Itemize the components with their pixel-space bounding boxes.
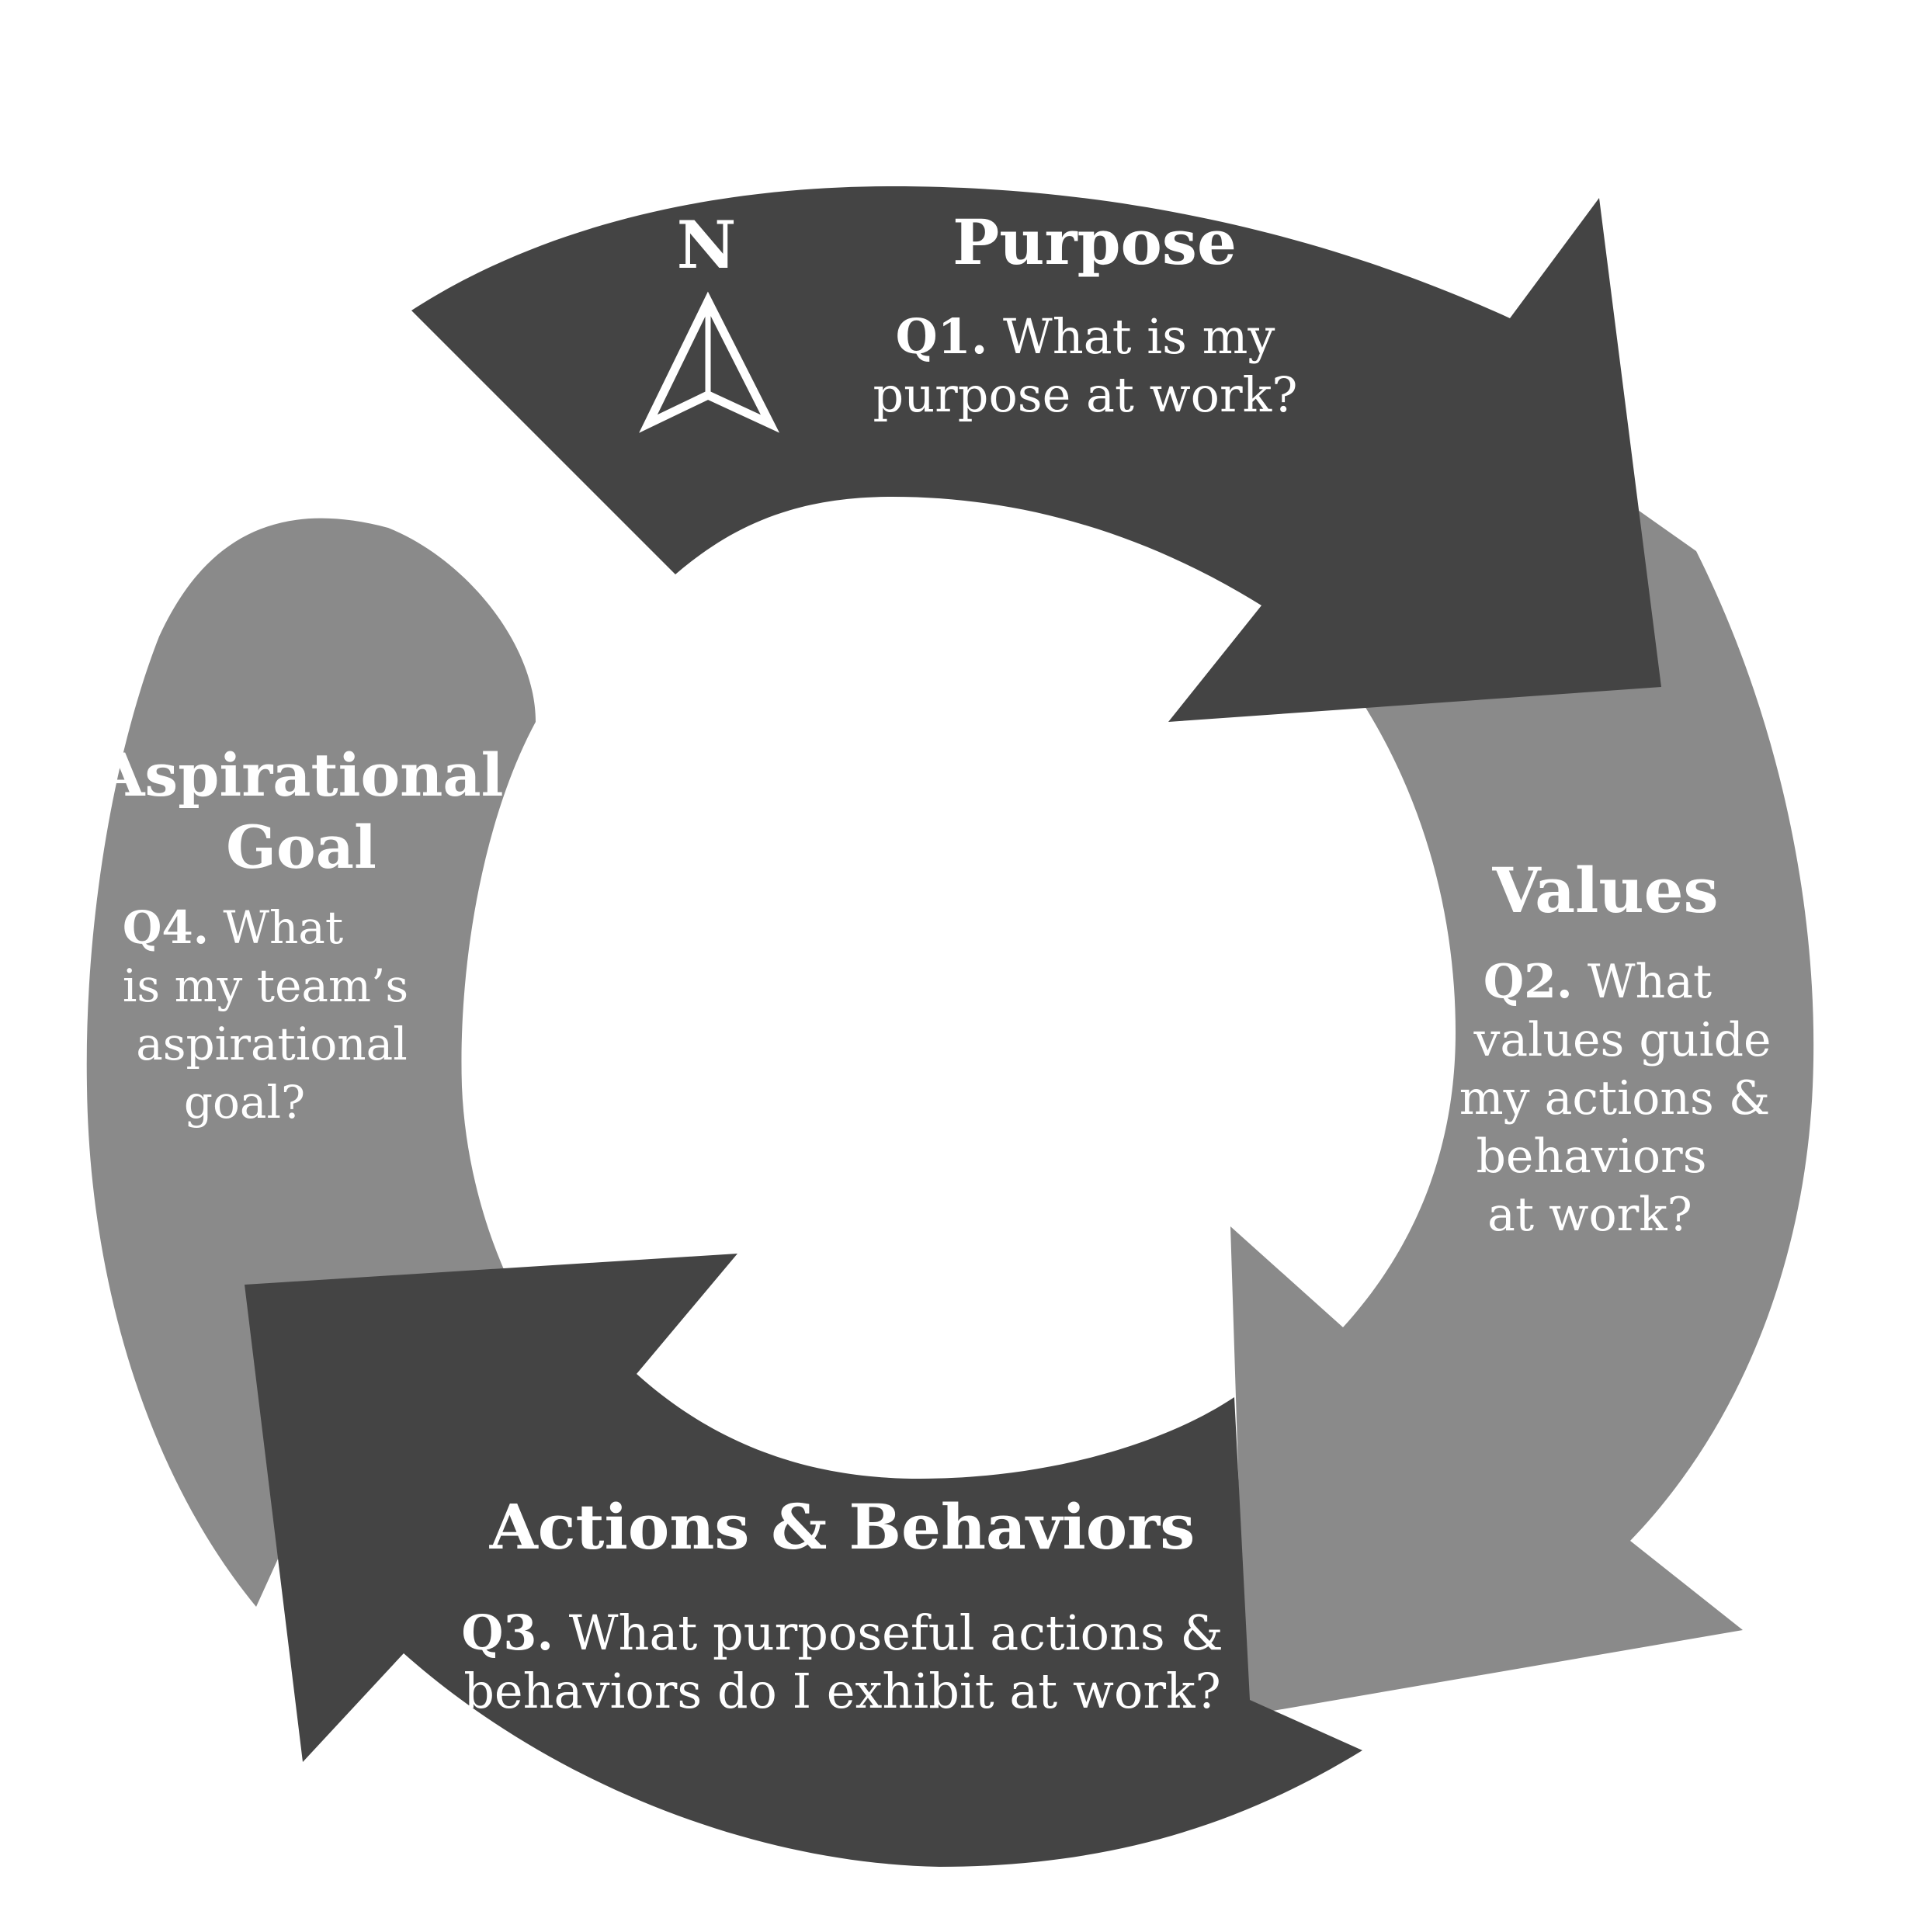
aspirational-question-line2: is my team’s — [123, 959, 408, 1012]
purpose-title: Purpose — [953, 206, 1237, 279]
actions-title: Actions & Behaviors — [489, 1490, 1195, 1563]
aspirational-question-line3: aspirational — [136, 1018, 408, 1070]
values-question-line5: at work? — [1487, 1188, 1692, 1242]
values-question-line4: behaviors — [1476, 1129, 1706, 1184]
values-question-text-1: What — [1588, 955, 1712, 1009]
values-question-line3: my actions & — [1459, 1071, 1771, 1126]
purpose-question-line2: purpose at work? — [873, 366, 1298, 423]
actions-question-line2: behaviors do I exhibit at work? — [463, 1663, 1221, 1719]
actions-question-number: Q3. — [461, 1604, 553, 1661]
aspirational-title-line2: Goal — [226, 813, 377, 882]
aspirational-question-text-1: What — [223, 901, 343, 954]
values-question-line2: values guide — [1473, 1013, 1771, 1067]
purpose-segment — [411, 186, 1661, 722]
actions-behaviors-segment — [245, 1254, 1362, 1867]
actions-question-line1: Q3. What purposeful actions & — [461, 1604, 1223, 1661]
compass-arrow-icon — [639, 291, 780, 433]
actions-question-text-1: What purposeful actions & — [569, 1604, 1223, 1661]
purpose-question-number: Q1. — [896, 308, 988, 365]
purpose-question-line1: Q1. What is my — [896, 308, 1275, 365]
values-question-number: Q2. — [1483, 955, 1573, 1009]
values-segment — [1230, 505, 1814, 1715]
values-question-line1: Q2. What — [1483, 955, 1712, 1009]
values-title: Values — [1491, 854, 1718, 927]
compass-letter: N — [677, 206, 737, 283]
aspirational-title-line1: Aspirational — [98, 741, 503, 810]
aspirational-question-line4: goal? — [184, 1076, 305, 1129]
aspirational-question-number: Q4. — [123, 901, 209, 954]
purpose-question-text-1: What is my — [1003, 308, 1275, 365]
aspirational-question-line1: Q4. What — [123, 901, 343, 954]
